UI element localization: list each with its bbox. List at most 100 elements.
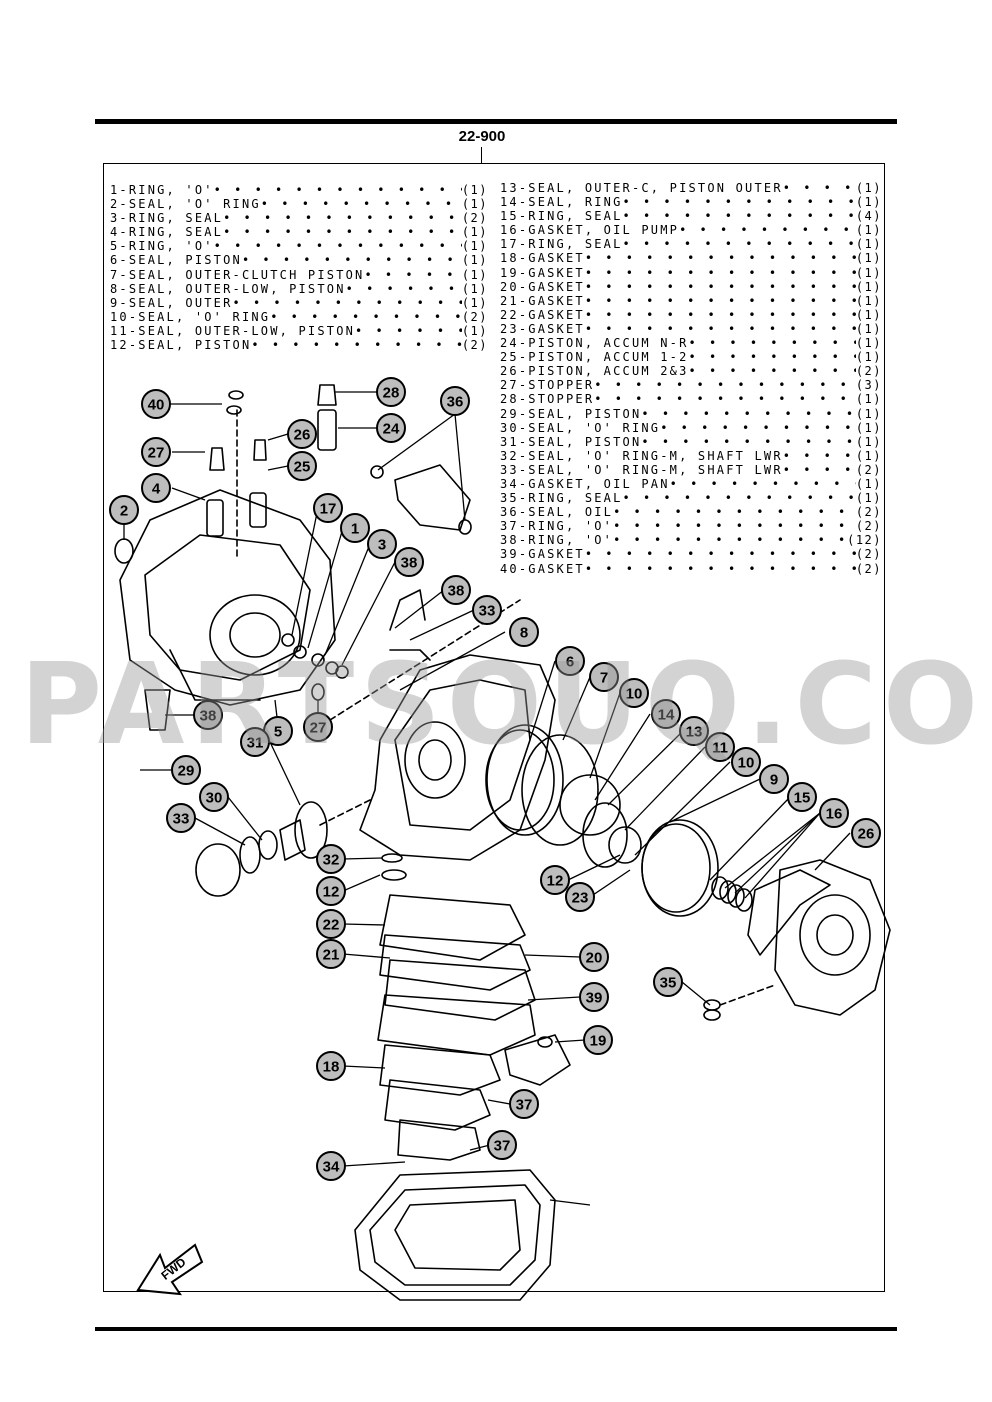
part-qty: (1) <box>855 279 882 294</box>
part-row: 25-PISTON, ACCUM 1-2(1) <box>500 350 882 364</box>
part-label: 37-RING, 'O' <box>500 519 614 534</box>
callout-number: 15 <box>794 790 811 807</box>
part-qty: (1) <box>461 197 488 212</box>
callout-number: 27 <box>148 445 165 462</box>
callout-14: 14 <box>651 699 681 729</box>
callout-number: 23 <box>572 890 589 907</box>
part-row: 10-SEAL, 'O' RING(2) <box>110 310 488 324</box>
part-label: 32-SEAL, 'O' RING-M, SHAFT LWR <box>500 448 783 463</box>
part-label: 40-GASKET <box>500 561 585 576</box>
callout-number: 37 <box>516 1097 533 1114</box>
callout-2: 2 <box>109 495 139 525</box>
part-label: 2-SEAL, 'O' RING <box>110 197 261 212</box>
part-row: 31-SEAL, PISTON(1) <box>500 435 882 449</box>
part-label: 12-SEAL, PISTON <box>110 338 252 353</box>
part-qty: (1) <box>855 476 882 491</box>
callout-3: 3 <box>367 529 397 559</box>
part-label: 1-RING, 'O' <box>110 183 214 197</box>
callout-15: 15 <box>787 782 817 812</box>
gasket-16 <box>747 869 831 956</box>
part-row: 33-SEAL, 'O' RING-M, SHAFT LWR(2) <box>500 463 882 477</box>
seal-30 <box>239 836 261 874</box>
part-label: 23-GASKET <box>500 321 585 336</box>
callout-9: 9 <box>759 764 789 794</box>
callout-22: 22 <box>316 909 346 939</box>
seal-29 <box>294 801 328 859</box>
part-row: 14-SEAL, RING(1) <box>500 195 882 209</box>
gasket-21 <box>384 959 536 1021</box>
callout-number: 37 <box>494 1138 511 1155</box>
seal-ring-8 <box>486 724 564 836</box>
callout-number: 3 <box>378 537 386 554</box>
callout-number: 12 <box>323 884 340 901</box>
part-qty: (2) <box>855 547 882 562</box>
piston-24 <box>317 409 337 451</box>
part-qty: (1) <box>855 265 882 280</box>
part-label: 8-SEAL, OUTER-LOW, PISTON <box>110 281 346 296</box>
callout-number: 21 <box>323 947 340 964</box>
callout-21: 21 <box>316 939 346 969</box>
part-row: 35-RING, SEAL(1) <box>500 491 882 505</box>
callout-37: 37 <box>509 1089 539 1119</box>
part-label: 6-SEAL, PISTON <box>110 253 242 268</box>
part-qty: (1) <box>855 434 882 449</box>
callout-number: 30 <box>206 790 223 807</box>
callout-31: 31 <box>240 727 270 757</box>
part-label: 9-SEAL, OUTER <box>110 295 233 310</box>
callout-33: 33 <box>166 803 196 833</box>
callout-26: 26 <box>851 818 881 848</box>
callout-29: 29 <box>171 755 201 785</box>
part-qty: (1) <box>855 237 882 252</box>
part-qty: (1) <box>855 293 882 308</box>
part-label: 19-GASKET <box>500 265 585 280</box>
part-row: 2-SEAL, 'O' RING (1) <box>110 197 488 211</box>
callout-number: 24 <box>383 421 400 438</box>
part-row: 32-SEAL, 'O' RING-M, SHAFT LWR (1) <box>500 449 882 463</box>
transaxle-case <box>119 489 336 706</box>
callout-number: 26 <box>858 826 875 843</box>
callout-number: 39 <box>586 990 603 1007</box>
fwd-arrow: FWD <box>136 1243 204 1296</box>
main-housing <box>359 654 556 861</box>
reference-leader <box>481 147 482 164</box>
callout-number: 38 <box>448 583 465 600</box>
part-row: 34-GASKET, OIL PAN(1) <box>500 477 882 491</box>
callout-18: 18 <box>316 1051 346 1081</box>
callout-number: 33 <box>479 603 496 620</box>
gasket-19 <box>379 1044 501 1096</box>
part-qty: (1) <box>855 448 882 463</box>
part-qty: (2) <box>461 211 488 226</box>
parts-list-right: 13-SEAL, OUTER-C, PISTON OUTER(1)14-SEAL… <box>500 181 882 576</box>
part-row: 9-SEAL, OUTER (1) <box>110 296 488 310</box>
callout-number: 9 <box>770 772 778 789</box>
part-row: 21-GASKET(1) <box>500 294 882 308</box>
callout-number: 27 <box>310 720 327 737</box>
callout-20: 20 <box>579 942 609 972</box>
seal-ring-7 <box>559 774 621 836</box>
part-qty: (1) <box>855 420 882 435</box>
callout-30: 30 <box>199 782 229 812</box>
part-row: 8-SEAL, OUTER-LOW, PISTON(1) <box>110 282 488 296</box>
part-row: 23-GASKET(1) <box>500 322 882 336</box>
part-label: 39-GASKET <box>500 547 585 562</box>
callout-number: 22 <box>323 917 340 934</box>
part-qty: (1) <box>461 295 488 310</box>
callout-17: 17 <box>313 493 343 523</box>
part-label: 5-RING, 'O' <box>110 239 214 254</box>
bottom-rule <box>95 1327 897 1331</box>
callout-6: 6 <box>555 646 585 676</box>
page-reference: 22-900 <box>458 128 506 145</box>
callout-number: 40 <box>148 397 165 414</box>
part-label: 33-SEAL, 'O' RING-M, SHAFT LWR <box>500 462 783 477</box>
part-qty: (2) <box>855 519 882 534</box>
part-row: 12-SEAL, PISTON(2) <box>110 338 488 352</box>
part-qty: (1) <box>855 223 882 238</box>
part-label: 27-STOPPER <box>500 378 595 393</box>
callout-number: 13 <box>686 724 703 741</box>
top-rule <box>95 119 897 124</box>
part-label: 11-SEAL, OUTER-LOW, PISTON <box>110 323 356 338</box>
part-row: 22-GASKET(1) <box>500 308 882 322</box>
part-row: 26-PISTON, ACCUM 2&3(2) <box>500 364 882 378</box>
part-row: 13-SEAL, OUTER-C, PISTON OUTER(1) <box>500 181 882 195</box>
